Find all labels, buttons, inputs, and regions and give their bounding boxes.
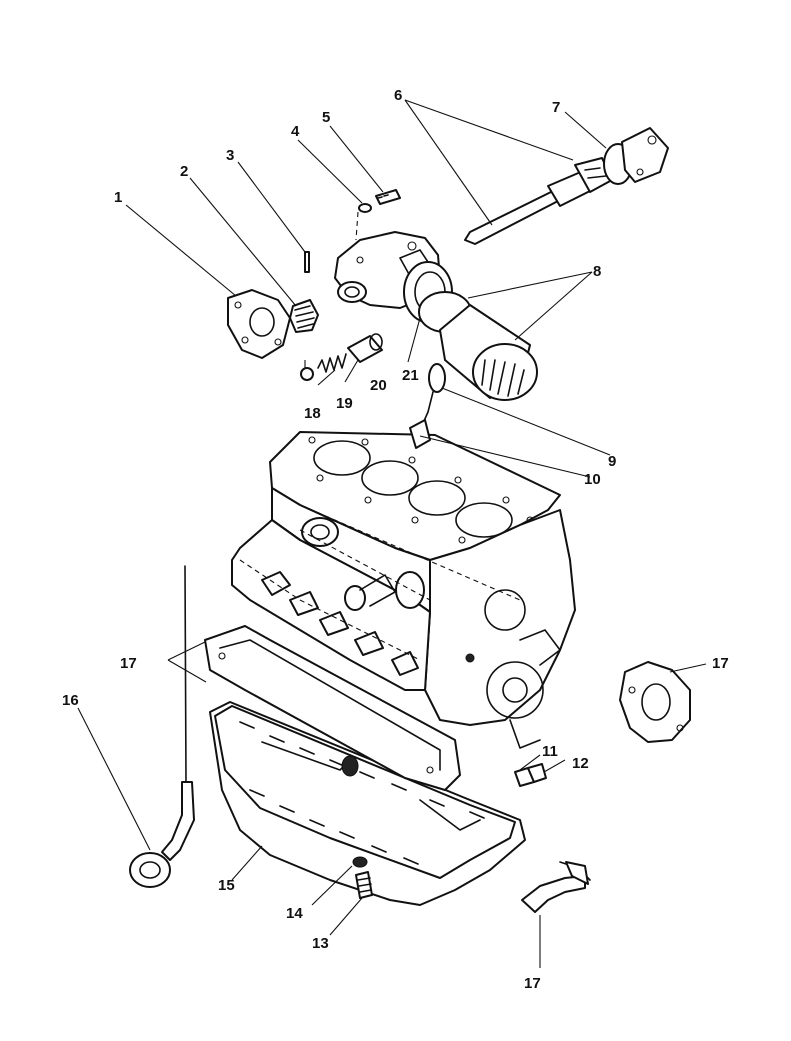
callout-17-housing: 17 [712, 655, 729, 672]
callout-20: 20 [370, 377, 387, 394]
pan-gasket-17a [204, 625, 461, 791]
callout-1: 1 [114, 189, 122, 206]
gasket-plate-1 [227, 289, 291, 359]
drain-washer-14 [352, 856, 368, 868]
pan-flange-holes [239, 721, 485, 865]
adapter-tube-6 [464, 157, 613, 245]
head-bolt-holes [308, 436, 534, 544]
callout-18: 18 [304, 405, 321, 422]
dipstick-9 [419, 363, 446, 431]
callout-19: 19 [336, 395, 353, 412]
callout-15: 15 [218, 877, 235, 894]
drain-plug-13 [355, 871, 373, 899]
seal-half-17c [521, 861, 591, 913]
oil-filter-8 [418, 291, 538, 401]
dipstick-tube-10 [409, 419, 431, 449]
callout-11: 11 [542, 743, 558, 760]
callout-7: 7 [552, 99, 560, 116]
callout-5: 5 [322, 109, 330, 126]
dowel-pin-3 [304, 251, 310, 273]
callout-3: 3 [226, 147, 234, 164]
leader-lines [77, 99, 707, 968]
callout-16: 16 [62, 692, 79, 709]
callout-labels: 1 2 3 4 5 6 7 8 9 10 11 12 13 14 15 16 1… [62, 87, 729, 992]
bolt-5 [375, 189, 401, 205]
engine-block [231, 431, 576, 749]
callout-9: 9 [608, 453, 616, 470]
callout-17-seal: 17 [524, 975, 541, 992]
callout-6: 6 [394, 87, 402, 104]
callout-14: 14 [286, 905, 303, 922]
callout-12: 12 [572, 755, 589, 772]
oil-pan-15 [209, 701, 526, 906]
callout-4: 4 [291, 123, 300, 140]
dipstick-tube-16 [129, 565, 195, 888]
callout-10: 10 [584, 471, 601, 488]
callout-21: 21 [402, 367, 419, 384]
callout-2: 2 [180, 163, 188, 180]
callout-17-gasket: 17 [120, 655, 137, 672]
relief-piston-20 [347, 333, 383, 363]
callout-13: 13 [312, 935, 329, 952]
washer-4 [358, 203, 372, 213]
callout-8: 8 [593, 263, 601, 280]
spring-washer-18 [300, 367, 314, 381]
cover-plate-7 [603, 127, 669, 185]
pan-bolt-11-12 [514, 763, 547, 787]
pump-gear-2 [289, 299, 319, 333]
relief-spring-19 [317, 353, 347, 373]
rear-seal-housing-17 [619, 661, 691, 743]
